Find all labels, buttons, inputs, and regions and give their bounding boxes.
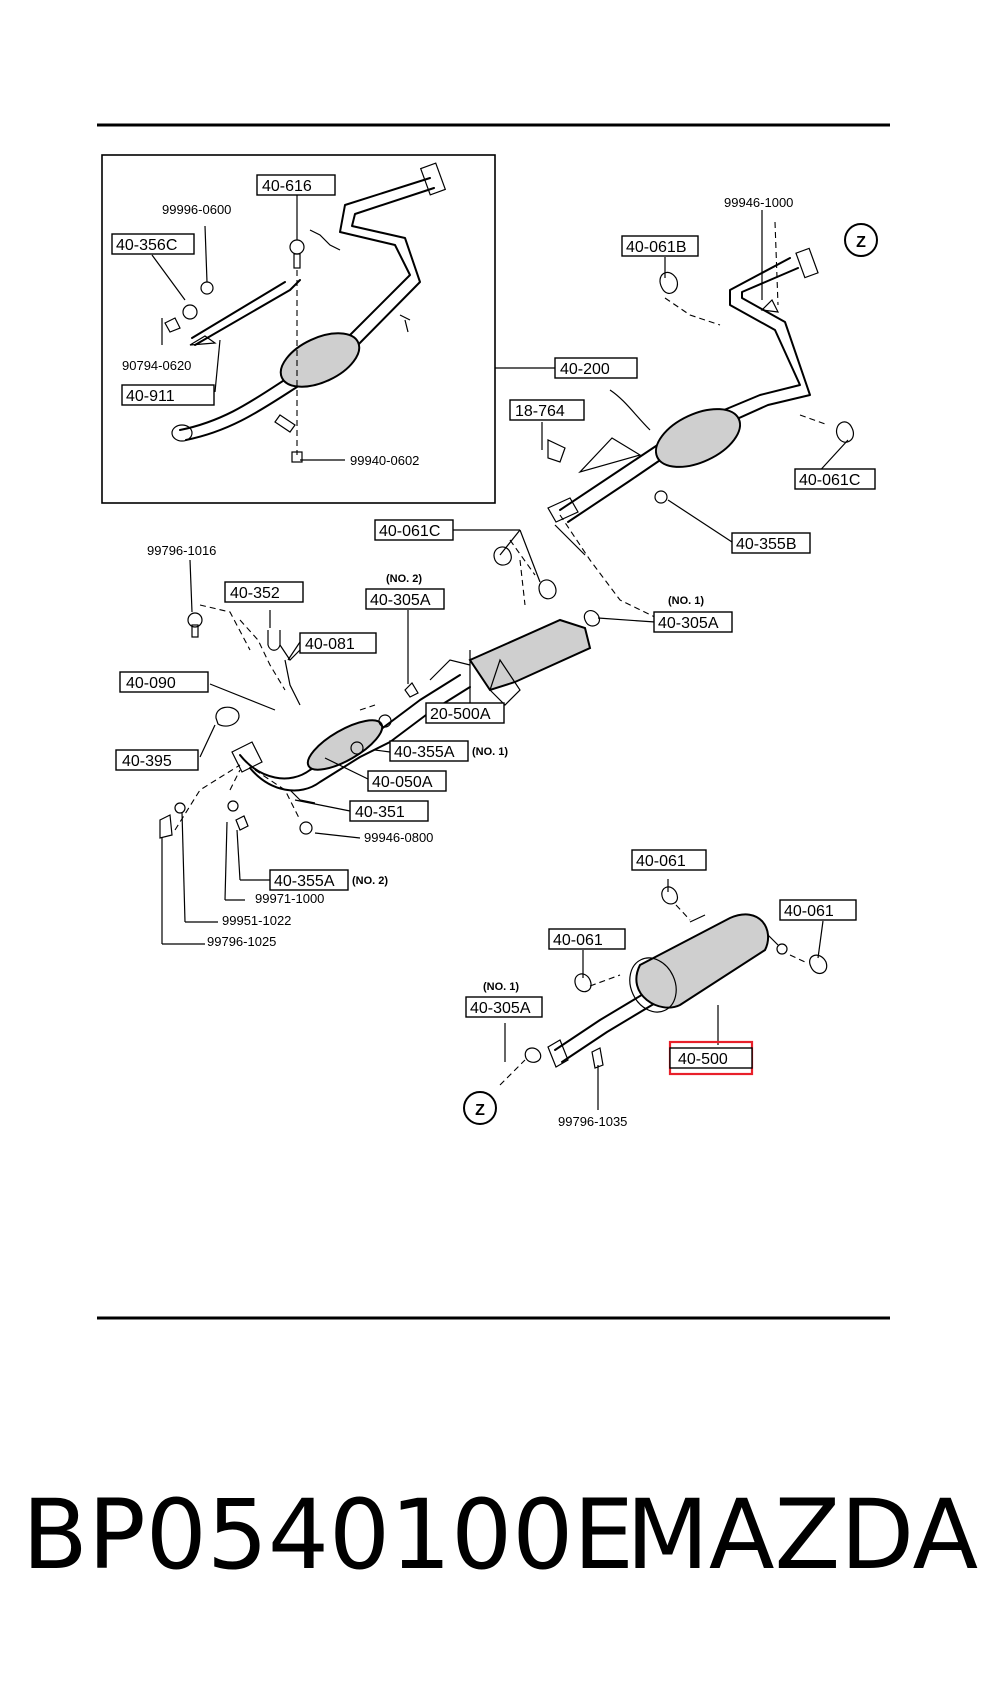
label-99946-1000: 99946-1000 — [724, 195, 793, 210]
label-40-500: 40-500 — [678, 1051, 728, 1068]
label-40-616: 40-616 — [262, 178, 312, 195]
label-99996-0600: 99996-0600 — [162, 202, 231, 217]
label-40-061-right: 40-061 — [784, 903, 834, 920]
footer: BP0540100E MAZDA — [0, 1480, 992, 1600]
leader-lines — [151, 194, 849, 1110]
label-40-061c-right: 40-061C — [799, 472, 860, 489]
label-no2-b: (NO. 2) — [352, 875, 388, 887]
svg-text:Z: Z — [475, 1102, 485, 1119]
label-20-500a: 20-500A — [430, 706, 491, 723]
label-40-061c-mid: 40-061C — [379, 523, 440, 540]
part-labels: 40-616 99996-0600 40-356C 90794-0620 40-… — [111, 174, 876, 1129]
label-99946-0800: 99946-0800 — [364, 830, 433, 845]
main-silencer-drawing — [499, 886, 828, 1086]
label-99940-0602: 99940-0602 — [350, 453, 419, 468]
front-pipe-resonator — [306, 719, 384, 771]
label-40-305a-bottom: 40-305A — [470, 1000, 531, 1017]
label-40-355a-no2: 40-355A — [274, 873, 335, 890]
front-muffler — [654, 408, 742, 468]
inset-exhaust-drawing — [164, 162, 447, 463]
label-40-061b: 40-061B — [626, 239, 687, 256]
brand-name: MAZDA — [626, 1479, 979, 1591]
inset-frame — [101, 154, 496, 504]
label-40-305a-no2: 40-305A — [370, 592, 431, 609]
label-40-090: 40-090 — [126, 675, 176, 692]
z-marker-bottom: Z — [463, 1091, 497, 1125]
label-40-200: 40-200 — [560, 361, 610, 378]
label-no1-b: (NO. 1) — [472, 746, 508, 758]
label-no1-c: (NO. 1) — [483, 981, 519, 993]
part-number: BP0540100E — [22, 1479, 634, 1591]
catalyst-drawing — [159, 539, 600, 839]
label-40-081: 40-081 — [305, 636, 355, 653]
label-40-911: 40-911 — [126, 388, 175, 405]
label-40-061-left: 40-061 — [553, 932, 603, 949]
label-99796-1016: 99796-1016 — [147, 543, 216, 558]
label-99971-1000: 99971-1000 — [255, 891, 324, 906]
catalytic-converter — [468, 618, 592, 692]
main-silencer — [635, 913, 770, 1009]
label-99796-1025: 99796-1025 — [207, 934, 276, 949]
label-no2-a: (NO. 2) — [386, 573, 422, 585]
label-40-061-top: 40-061 — [636, 853, 686, 870]
label-99796-1035: 99796-1035 — [558, 1114, 627, 1129]
label-90794-0620: 90794-0620 — [122, 358, 191, 373]
label-40-352: 40-352 — [230, 585, 280, 602]
inset-muffler — [279, 332, 361, 388]
label-40-356c: 40-356C — [116, 237, 177, 254]
label-no1-a: (NO. 1) — [668, 595, 704, 607]
label-40-355a-no1: 40-355A — [394, 744, 455, 761]
label-40-355b: 40-355B — [736, 536, 797, 553]
label-40-351: 40-351 — [355, 804, 405, 821]
svg-text:Z: Z — [856, 234, 866, 251]
label-40-305a-no1: 40-305A — [658, 615, 719, 632]
label-18-764: 18-764 — [515, 403, 565, 420]
label-99951-1022: 99951-1022 — [222, 913, 291, 928]
front-pipe-drawing — [547, 221, 854, 623]
z-marker-top: Z — [844, 223, 878, 257]
label-40-395: 40-395 — [122, 753, 172, 770]
label-40-050a: 40-050A — [372, 774, 433, 791]
